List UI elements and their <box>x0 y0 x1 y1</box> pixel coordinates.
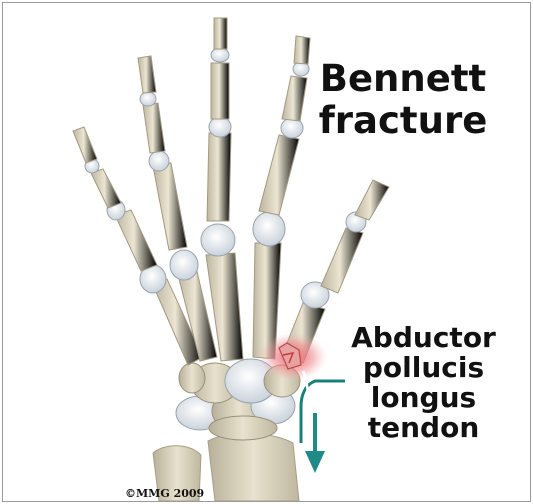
title-line-2: fracture <box>303 100 503 142</box>
title-line-1: Bennett <box>303 58 503 100</box>
tendon-arrow-icon <box>305 451 325 473</box>
tendon-pointer <box>301 371 345 473</box>
middle-finger <box>201 18 243 361</box>
tendon-label-line-1: Abductor <box>341 323 506 353</box>
diagram-title: Bennett fracture <box>303 58 503 142</box>
tendon-label-line-4: tendon <box>341 413 506 443</box>
copyright-notice: ©MMG 2009 <box>125 487 204 500</box>
tendon-label-line-3: longus <box>341 383 506 413</box>
bennett-fracture-site <box>259 333 327 381</box>
tendon-label-line-2: pollucis <box>341 353 506 383</box>
radius-bone <box>208 433 299 501</box>
tendon-label: Abductor pollucis longus tendon <box>341 323 506 443</box>
